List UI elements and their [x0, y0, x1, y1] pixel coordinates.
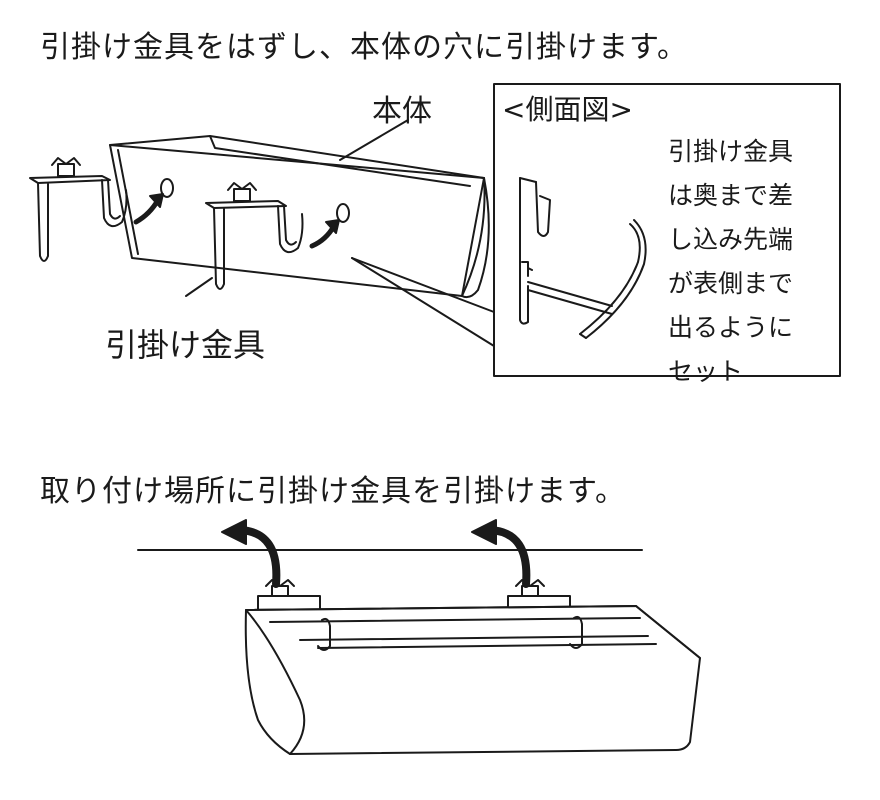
side-note-line: 出るように [668, 313, 794, 342]
insert-arrow-right [309, 219, 340, 249]
hang-arrow-left [221, 519, 281, 588]
hook-hole-left [160, 178, 174, 198]
side-view-hook [519, 177, 647, 339]
hook-label: 引掛け金具 [105, 326, 266, 364]
body-label: 本体 [372, 94, 432, 129]
hook-hole-right [336, 203, 350, 223]
step1-instruction: 引掛け金具をはずし、本体の穴に引掛けます。 [40, 30, 688, 65]
hook-bracket-right [205, 182, 304, 290]
side-view-note: 引掛け金具 は奥まで差 し込み先端 が表側まで 出るように セット [668, 130, 838, 394]
mount-bracket-left [257, 579, 321, 611]
leader-body [339, 119, 409, 161]
planter-body-bottom [244, 605, 701, 755]
step2-instruction: 取り付け場所に引掛け金具を引掛けます。 [40, 474, 626, 509]
side-note-line: は奥まで差 [668, 181, 794, 210]
zoom-line-upper [351, 257, 495, 313]
insert-arrow-left [133, 193, 164, 225]
side-view-title: <側面図> [502, 93, 633, 126]
leader-hook [185, 277, 213, 297]
side-note-line: 引掛け金具 [668, 137, 794, 166]
mount-bracket-right [507, 579, 571, 611]
hang-arrow-right [471, 519, 531, 588]
side-note-line: セット [668, 357, 744, 386]
side-note-line: が表側まで [668, 269, 794, 298]
planter-body-top [109, 135, 490, 299]
side-view-frame [493, 83, 841, 377]
zoom-line-lower [351, 257, 495, 347]
hook-bracket-left [29, 157, 128, 262]
side-note-line: し込み先端 [668, 225, 794, 254]
